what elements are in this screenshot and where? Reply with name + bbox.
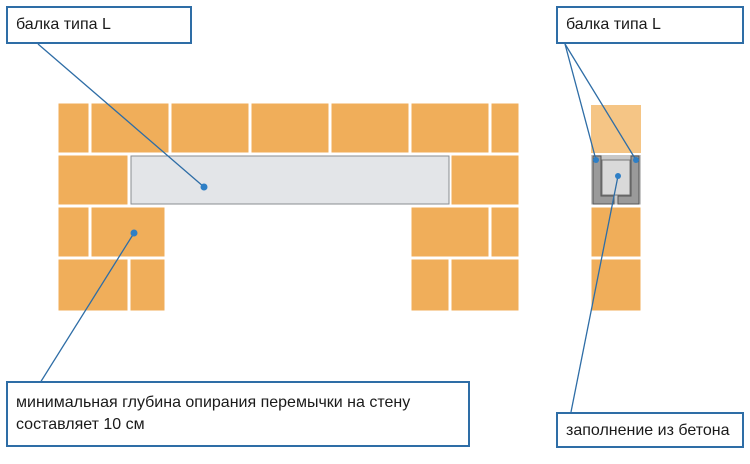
brick-wall-front (55, 100, 522, 314)
support-depth-line1: минимальная глубина опирания перемычки н… (16, 394, 411, 411)
l-beam-right-section (617, 155, 640, 205)
label-beam-left: балка типа L (6, 6, 192, 44)
pointer-dots (130, 157, 639, 237)
label-concrete-fill: заполнение из бетона (556, 412, 744, 448)
wall-cross-section (588, 103, 644, 314)
support-depth-line2: составляет 10 см (16, 416, 145, 433)
lintel-beam (130, 155, 450, 205)
label-support-depth: минимальная глубина опирания перемычки н… (6, 381, 470, 447)
label-beam-right: балка типа L (556, 6, 744, 44)
pointer-lines (37, 43, 637, 413)
